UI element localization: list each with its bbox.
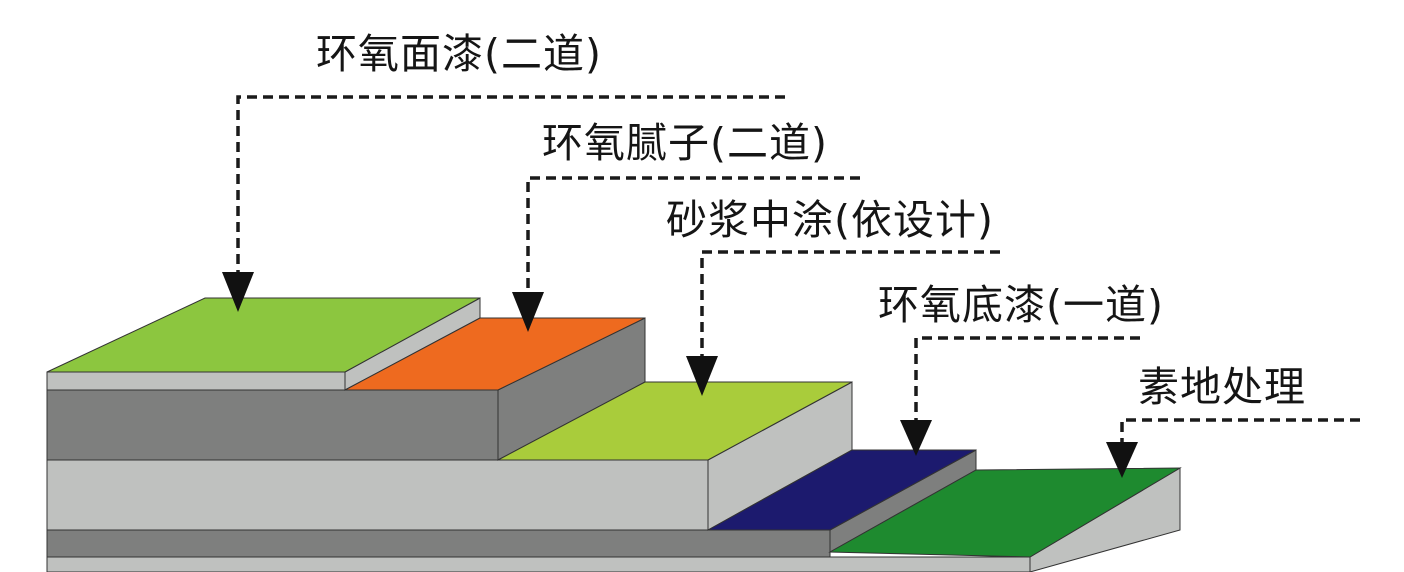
leader-putty	[526, 176, 860, 295]
leader-primer	[914, 336, 1140, 425]
arrow-putty-icon	[512, 292, 544, 332]
primer-layer	[706, 449, 977, 531]
mortar-layer	[497, 381, 853, 461]
substrate-layer	[828, 467, 1182, 558]
label-substrate: 素地处理	[1138, 363, 1306, 411]
arrow-mortar-icon	[686, 356, 718, 396]
label-putty: 环氧腻子(二道)	[542, 119, 828, 167]
leader-mortar	[700, 250, 1000, 360]
base-slab	[46, 556, 1031, 572]
label-mortar: 砂浆中涂(依设计)	[666, 196, 994, 244]
leader-substrate	[1120, 418, 1360, 445]
arrow-substrate-icon	[1106, 442, 1138, 478]
arrow-primer-icon	[900, 420, 932, 456]
topcoat-layer	[46, 297, 481, 373]
arrowheads	[222, 272, 1138, 478]
slab-level-4	[46, 529, 831, 558]
putty-layer	[344, 317, 646, 391]
leader-topcoat	[236, 95, 785, 275]
arrow-topcoat-icon	[222, 272, 254, 312]
label-primer: 环氧底漆(一道)	[878, 281, 1164, 329]
leader-lines	[236, 95, 1360, 445]
label-topcoat: 环氧面漆(二道)	[316, 30, 602, 78]
